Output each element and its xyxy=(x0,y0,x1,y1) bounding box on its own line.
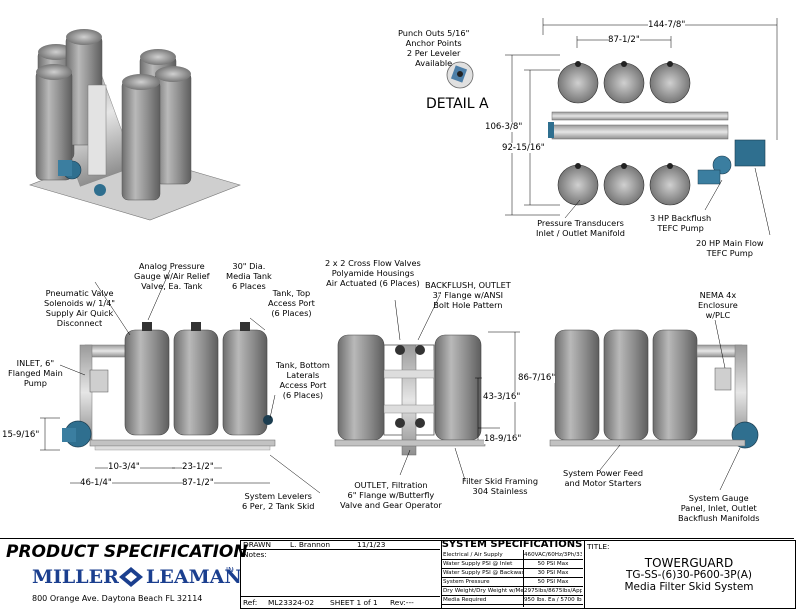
spec-key: System Pressure xyxy=(443,579,490,585)
title-label: TITLE: xyxy=(587,542,610,551)
spec-value: 50 PSI Max xyxy=(537,579,569,585)
product-description: Media Filter Skid System xyxy=(624,581,754,593)
model-number: TG-SS-(6)30-P600-3P(A) xyxy=(625,569,753,581)
detail-a-view xyxy=(446,61,474,89)
spec-key: Electrical / Air Supply xyxy=(443,552,503,558)
drawn-by: L. Brannon xyxy=(290,540,331,549)
spec-divider xyxy=(441,559,583,560)
dim-overall-width: 144-7/8" xyxy=(648,20,686,30)
dim-d3: 23-1/2" xyxy=(182,462,214,472)
rear-view xyxy=(549,319,759,491)
dim-inlet-height: 15-9/16" xyxy=(2,430,40,440)
dim-depth: 106-3/8" xyxy=(485,122,523,132)
punch-note: Punch Outs 5/16"Anchor Points 2 Per Leve… xyxy=(398,28,470,68)
dim-inner-width: 87-1/2" xyxy=(608,35,640,45)
dim-inner-depth: 92-15/16" xyxy=(502,143,545,153)
spec-divider xyxy=(441,568,583,569)
ref-value: ML23324-02 xyxy=(268,598,315,607)
dim-d4: 87-1/2" xyxy=(182,478,214,488)
spec-key: Water Supply PSI @ Inlet xyxy=(443,561,513,567)
spec-value: 950 lbs. Ea / 5700 lbs Total xyxy=(524,597,582,603)
spec-key: Water Supply PSI @ Backwash Inlet xyxy=(443,570,523,576)
notes-label: Notes: xyxy=(243,550,267,559)
spec-divider xyxy=(441,595,583,596)
spec-column-divider xyxy=(523,550,524,607)
sheet-number: SHEET 1 of 1 xyxy=(330,598,378,607)
iso-view xyxy=(29,29,241,221)
address: 800 Orange Ave. Daytona Beach FL 32114 xyxy=(32,594,203,603)
dim-d1: 10-3/4" xyxy=(108,462,140,472)
product-name: TOWERGUARD xyxy=(644,556,734,570)
spec-divider xyxy=(441,577,583,578)
revision: Rev:--- xyxy=(390,598,414,607)
dim-d2: 46-1/4" xyxy=(80,478,112,488)
spec-value: 2975lbs/8675lbs/Approx.5000 gal xyxy=(524,588,582,594)
plan-view xyxy=(505,18,778,236)
spec-key: Media Required xyxy=(443,597,487,603)
heading: PRODUCT SPECIFICATION xyxy=(6,542,248,562)
end-view xyxy=(334,294,520,481)
dim-h1: 86-7/16" xyxy=(518,373,556,383)
spec-key: Dry Weight/Dry Weight w/Media/Vol. xyxy=(443,588,523,594)
dim-h2: 43-3/16" xyxy=(483,392,521,402)
ref-label: Ref: xyxy=(243,598,258,607)
company-name: MILLER xyxy=(32,566,119,588)
detail-a-title: DETAIL A xyxy=(426,96,489,112)
diamond-logo-icon xyxy=(119,567,143,587)
spec-value: 460VAC/60Hz/3Ph/33A 2 CFM@60-80 PSI xyxy=(524,552,582,558)
drawn-label: DRAWN xyxy=(243,540,272,549)
dim-h3: 18-9/16" xyxy=(484,434,522,444)
drawing-canvas xyxy=(29,18,778,494)
spec-divider xyxy=(441,586,583,587)
spec-title: SYSTEM SPECIFICATIONS xyxy=(441,539,583,550)
side-view xyxy=(40,269,321,494)
company-name-2: LEAMAN xyxy=(146,566,242,588)
spec-value: 30 PSI Max xyxy=(537,570,569,576)
title-block: PRODUCT SPECIFICATION MILLER LEAMAN INC … xyxy=(0,538,796,611)
spec-divider xyxy=(441,604,583,605)
drawn-date: 11/1/23 xyxy=(357,540,386,549)
spec-value: 50 PSI Max xyxy=(537,561,569,567)
company-inc: INC xyxy=(226,566,234,574)
